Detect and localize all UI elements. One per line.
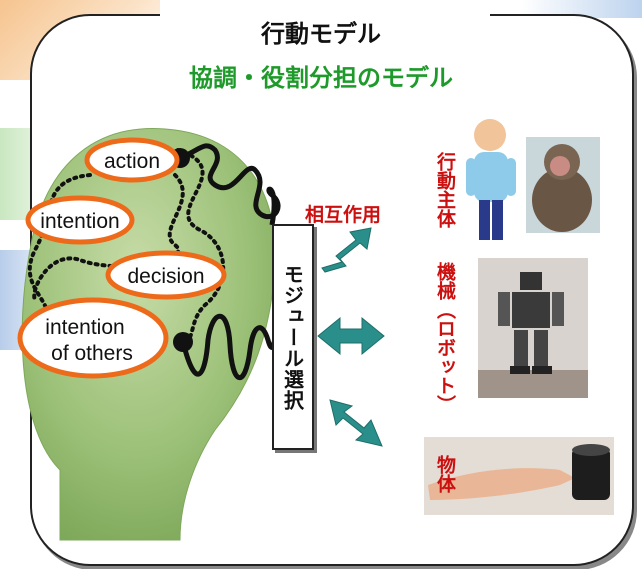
wavy-connector-action: [179, 143, 281, 226]
diagram-subtitle: 協調・役割分担のモデル: [189, 64, 453, 92]
module-selection-box: モジュール選択: [272, 224, 314, 450]
bubble-intention-others: [17, 297, 169, 379]
category-machine-label: 機械（ロボット）: [434, 262, 456, 414]
robot-photo: [478, 258, 588, 398]
interaction-arrow-top: [321, 227, 372, 273]
dotted-path-3: [176, 148, 226, 347]
category-agent-label: 行動主体: [434, 152, 456, 228]
bubble-intention-others-line2: of others: [51, 342, 133, 365]
bubble-action-label: action: [104, 150, 160, 173]
node-dot-others: [173, 332, 193, 352]
bubble-action: [84, 137, 180, 183]
hand-cup-photo: [424, 437, 614, 515]
interaction-arrow-bottom: [329, 399, 383, 447]
background-decoration-top-right: [522, 0, 642, 18]
bubble-decision: [105, 250, 227, 300]
interaction-arrow-middle: [317, 316, 385, 356]
bubble-intention: [25, 195, 135, 245]
diagram-title: 行動モデル: [261, 20, 381, 48]
module-selection-label: モジュール選択: [280, 263, 305, 411]
person-figure: [466, 119, 516, 240]
category-object-label: 物体: [434, 455, 456, 493]
monkey-photo: [526, 137, 600, 233]
interaction-label: 相互作用: [305, 204, 382, 226]
title-backdrop: [160, 8, 490, 32]
wavy-connector-others: [180, 313, 278, 380]
bubble-intention-label: intention: [40, 210, 119, 233]
bubble-decision-label: decision: [127, 265, 204, 288]
bubble-intention-others-line1: intention: [45, 316, 124, 339]
